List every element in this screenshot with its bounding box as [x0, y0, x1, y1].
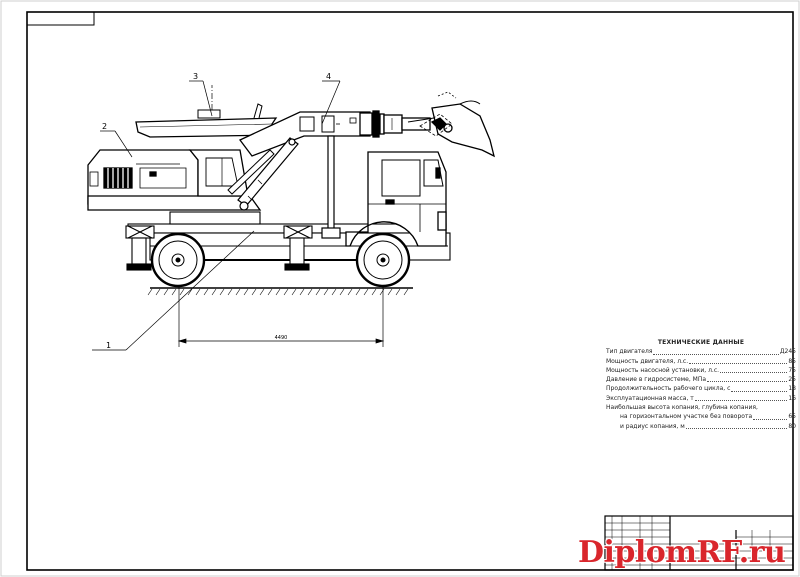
engine-housing: [87, 149, 262, 211]
spec-name: Эксплуатационная масса, т: [606, 394, 694, 402]
leader-label-3: 3: [193, 72, 198, 81]
spec-row: Тип двигателя Д245: [606, 347, 796, 356]
leader-dots: [731, 384, 788, 392]
spec-name: Наибольшая высота копания, глубина копан…: [606, 404, 758, 412]
spec-row: Эксплуатационная масса, т 16: [606, 394, 796, 403]
boom-support: [321, 135, 341, 239]
spec-row: Мощность двигателя, л.с. 85: [606, 357, 796, 366]
spec-row: Мощность насосной установки, л.с. 75: [606, 366, 796, 375]
outrigger-front: [283, 225, 313, 271]
leader-dots: [707, 375, 788, 383]
bucket: [407, 91, 495, 158]
operator-cabin: [188, 149, 249, 197]
spec-value: 85: [788, 357, 796, 365]
outrigger-rear: [125, 225, 155, 271]
technical-data: ТЕХНИЧЕСКИЕ ДАННЫЕ Тип двигателя Д245 Мощ…: [606, 338, 796, 431]
spec-row: и радиус копания, м 80: [606, 422, 796, 431]
leader-dots: [694, 394, 788, 402]
ground: [147, 287, 413, 296]
boom-platform: [135, 85, 279, 138]
leader-lines: [92, 80, 341, 351]
leader-dots: [653, 347, 779, 355]
spec-name: Мощность насосной установки, л.с.: [606, 366, 720, 374]
spec-name: и радиус копания, м: [620, 422, 685, 430]
spec-name: на горизонтальном участке без поворота: [620, 413, 753, 421]
spec-value: 18: [788, 385, 796, 393]
spec-value: 75: [788, 366, 796, 374]
spec-row: Продолжительность рабочего цикла, с 18: [606, 384, 796, 393]
spec-value: 25: [788, 376, 796, 384]
watermark-logo: DiplomRF.ru: [578, 535, 786, 570]
spec-value: 65: [788, 413, 796, 421]
truck-cab: [345, 151, 447, 247]
spec-name: Тип двигателя: [606, 348, 653, 356]
spec-name: Мощность двигателя, л.с.: [606, 357, 689, 365]
dimension-label: 4490: [275, 335, 288, 341]
spec-row: Наибольшая высота копания, глубина копан…: [606, 403, 796, 412]
inner-frame: [26, 11, 794, 571]
spec-value: 80: [788, 422, 796, 430]
leader-dots: [689, 357, 788, 364]
front-wheel: [355, 232, 411, 288]
telescopic-boom: [238, 110, 431, 157]
hydraulic-cylinder: [227, 137, 299, 211]
spec-name: Продолжительность рабочего цикла, с: [606, 385, 731, 393]
leader-label-2: 2: [102, 122, 107, 131]
spec-name: Давление в гидросистеме, МПа: [606, 376, 707, 384]
leader-dots: [753, 412, 788, 420]
leader-label-1: 1: [106, 341, 111, 350]
spec-value: 16: [788, 394, 796, 402]
rear-wheel: [150, 232, 206, 288]
spec-row: на горизонтальном участке без поворота 65: [606, 412, 796, 421]
spec-row: Давление в гидросистеме, МПа 25: [606, 375, 796, 384]
spec-value: Д245: [779, 348, 796, 356]
leader-label-4: 4: [326, 72, 331, 81]
leader-dots: [720, 366, 788, 374]
leader-dots: [685, 422, 788, 429]
title-block: [604, 515, 794, 571]
corner-stamp: [26, 11, 95, 26]
technical-data-title: ТЕХНИЧЕСКИЕ ДАННЫЕ: [657, 339, 745, 346]
